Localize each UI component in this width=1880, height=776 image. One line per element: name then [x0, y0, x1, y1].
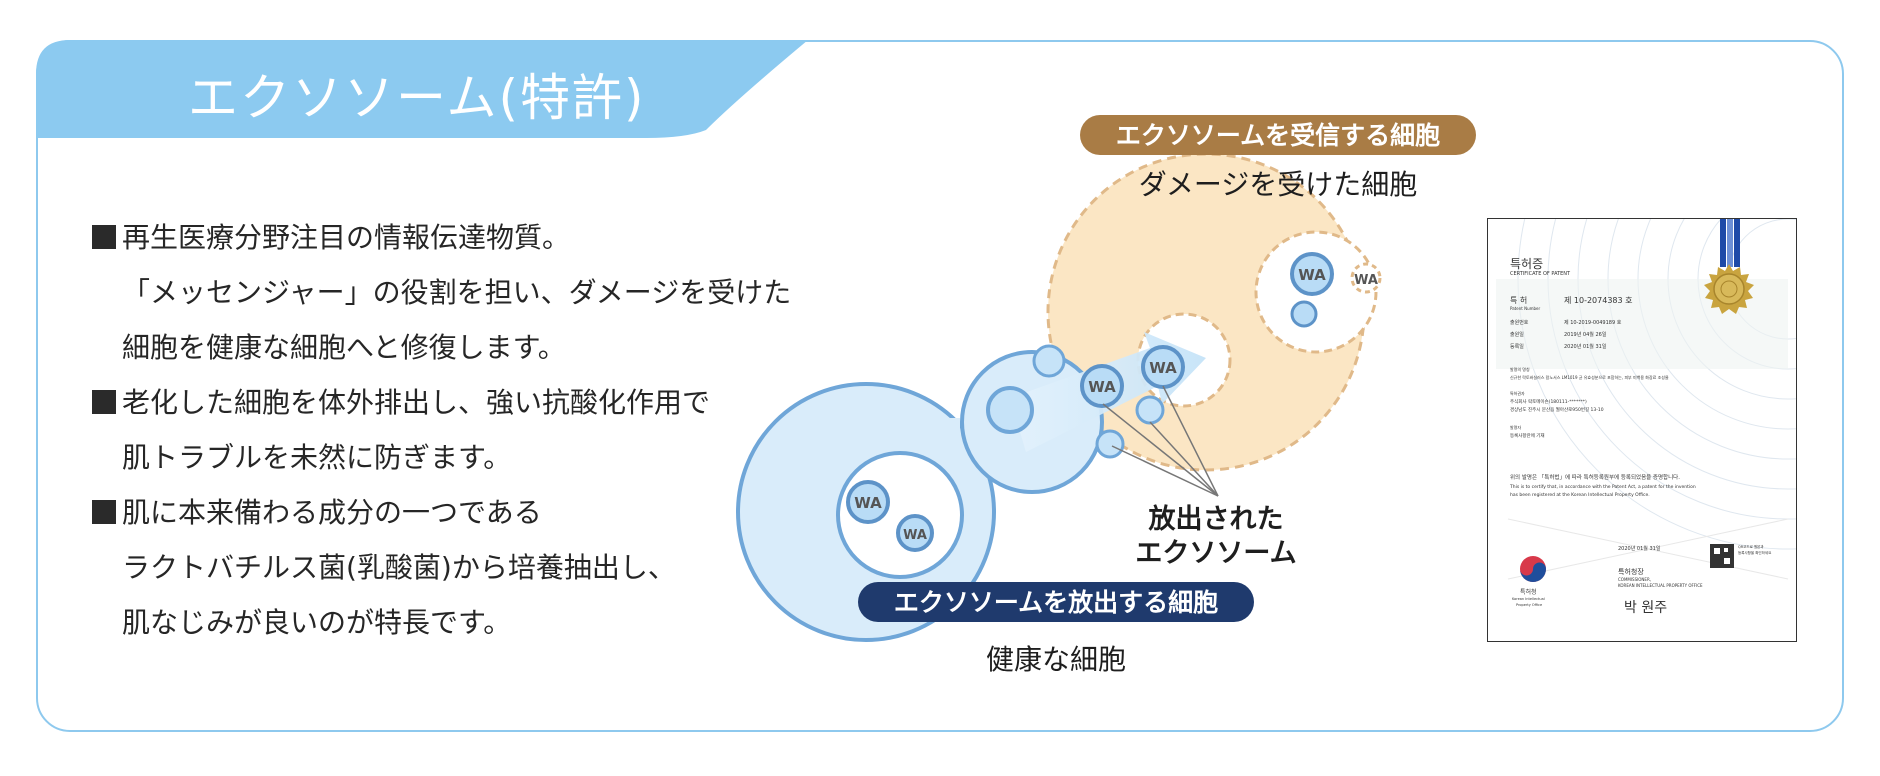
patentee-address: 경상남도 진주시 문산읍 월아산로950번길 13-10: [1510, 408, 1604, 413]
vesicle-glyph: WA: [1354, 273, 1378, 288]
receiving-cell-pill: [1080, 115, 1476, 155]
vesicle-released-3: WA: [1141, 345, 1185, 389]
commissioner-title-en-1: COMMISSIONER,: [1618, 577, 1651, 582]
commissioner-signature: 박 원주: [1624, 600, 1668, 616]
description-text: 再生医療分野注目の情報伝達物質。 「メッセンジャー」の役割を担い、ダメージを受け…: [92, 210, 812, 650]
patent-number-label: 특 허: [1510, 296, 1528, 305]
description-line-6: 肌に本来備わる成分の一つである: [92, 485, 812, 540]
ribbon-left: [1720, 219, 1726, 267]
description-line-2: 「メッセンジャー」の役割を担い、ダメージを受けた: [92, 265, 812, 320]
registration-date-label: 등록일: [1510, 344, 1524, 350]
vesicle-in-bud: [986, 386, 1034, 434]
certification-statement-en-1: This is to certify that, in accordance w…: [1510, 485, 1696, 490]
application-number-label: 출원번호: [1510, 320, 1529, 326]
invention-title-label: 발명의 명칭: [1510, 367, 1530, 372]
description-text-4: 老化した細胞を体外排出し、強い抗酸化作用で: [122, 386, 711, 419]
qr-note-1: QR코드로 원본과: [1738, 545, 1764, 549]
vesicle-entering-receiving-cell: WA: [1350, 262, 1382, 294]
description-text-2: 「メッセンジャー」の役割を担い、ダメージを受けた: [122, 276, 792, 309]
qr-code-icon: [1710, 544, 1734, 568]
kipo-logo-en-2: Property Office: [1516, 603, 1543, 607]
commissioner-title: 특허청장: [1618, 568, 1644, 576]
kipo-logo-text: 특허청: [1520, 589, 1537, 596]
vesicle-in-receiving-endosome: WA: [1290, 252, 1334, 296]
qr-note-2: 등록사항을 확인하세요: [1738, 551, 1772, 555]
square-bullet-icon: [92, 225, 116, 249]
description-text-1: 再生医療分野注目の情報伝達物質。: [122, 221, 571, 254]
gold-seal-icon: [1704, 264, 1754, 314]
vesicle-released-1: [1032, 344, 1066, 378]
filing-date-value: 2019년 04월 26일: [1564, 332, 1607, 338]
square-bullet-icon: [92, 390, 116, 414]
ribbon-middle: [1727, 219, 1733, 267]
receiving-cell-sublabel: ダメージを受けた細胞: [1139, 168, 1418, 201]
description-line-7: ラクトバチルス菌(乳酸菌)から培養抽出し、: [92, 540, 812, 595]
title-tab: [36, 40, 808, 138]
filing-date-label: 출원일: [1510, 332, 1524, 338]
registration-date-value: 2020년 01월 31일: [1564, 344, 1607, 350]
vesicle-released-2: WA: [1080, 364, 1124, 408]
receiving-cell-label: エクソソームを受信する細胞: [1116, 121, 1440, 150]
description-text-3: 細胞を健康な細胞へと修復します。: [122, 331, 566, 364]
inventor-label: 발명자: [1510, 425, 1522, 430]
patent-certificate: 특허증 CERTIFICATE OF PATENT 특 허 Patent Num…: [1487, 218, 1797, 642]
issue-date: 2020년 01월 31일: [1618, 546, 1661, 552]
description-text-6: 肌に本来備わる成分の一つである: [122, 496, 542, 529]
vesicle-glyph: WA: [1088, 378, 1116, 396]
vesicle-glyph: WA: [903, 528, 927, 543]
description-text-7: ラクトバチルス菌(乳酸菌)から培養抽出し、: [122, 551, 676, 584]
patent-number-label-en: Patent Number: [1510, 306, 1541, 311]
commissioner-title-en-2: KOREAN INTELLECTUAL PROPERTY OFFICE: [1618, 583, 1703, 588]
certificate-heading: 특허증: [1510, 257, 1544, 271]
vesicle-empty-receiving: [1290, 300, 1318, 328]
releasing-cell-label: エクソソームを放出する細胞: [894, 588, 1218, 617]
certification-statement-ko: 위의 발명은 「특허법」에 따라 특허등록원부에 등록되었음을 증명합니다.: [1510, 475, 1680, 481]
kipo-logo-en-1: Korean Intellectual: [1512, 597, 1545, 601]
releasing-cell-sublabel: 健康な細胞: [986, 643, 1126, 676]
patentee-name: 주식회사 락토메이슨(180111-*******): [1510, 400, 1587, 405]
description-text-5: 肌トラブルを未然に防ぎます。: [122, 441, 512, 474]
vesicle-in-releasing-endosome: WA: [846, 480, 890, 524]
vesicle-glyph: WA: [1149, 359, 1177, 377]
released-exosome-label-2: エクソソーム: [1135, 538, 1296, 569]
released-exosome-pointers: [1102, 385, 1219, 497]
vesicle-released-4: [1135, 395, 1165, 425]
vesicle-glyph: WA: [1298, 266, 1326, 284]
invention-title-value: 신규한 락토바실러스 람노서스 LM1019 균 유효성분으로 포함하는, 피부…: [1510, 375, 1669, 380]
vesicle-released-5: [1095, 429, 1125, 459]
inventor-value: 등록사항란에 기재: [1510, 434, 1545, 439]
description-text-8: 肌なじみが良いのが特長です。: [122, 606, 512, 639]
title-tab-shape: [36, 40, 808, 138]
releasing-cell-pill: [858, 582, 1254, 622]
application-number-value: 제 10-2019-0049189 호: [1564, 320, 1622, 326]
patentee-label: 특허권자: [1510, 391, 1525, 396]
description-line-3: 細胞を健康な細胞へと修復します。: [92, 320, 812, 375]
vesicle-leaving-releasing-endosome: WA: [896, 514, 934, 552]
page-title: エクソソーム(特許): [188, 69, 646, 127]
square-bullet-icon: [92, 500, 116, 524]
released-exosome-label-1: 放出された: [1148, 503, 1284, 535]
certification-statement-en-2: has been registered at the Korean Intell…: [1510, 493, 1650, 498]
description-line-5: 肌トラブルを未然に防ぎます。: [92, 430, 812, 485]
patent-number-value: 제 10-2074383 호: [1564, 296, 1633, 305]
description-line-8: 肌なじみが良いのが特長です。: [92, 595, 812, 650]
vesicle-glyph: WA: [854, 494, 882, 512]
certificate-heading-en: CERTIFICATE OF PATENT: [1510, 271, 1571, 277]
description-line-1: 再生医療分野注目の情報伝達物質。: [92, 210, 812, 265]
ribbon-right: [1734, 219, 1740, 267]
description-line-4: 老化した細胞を体外排出し、強い抗酸化作用で: [92, 375, 812, 430]
